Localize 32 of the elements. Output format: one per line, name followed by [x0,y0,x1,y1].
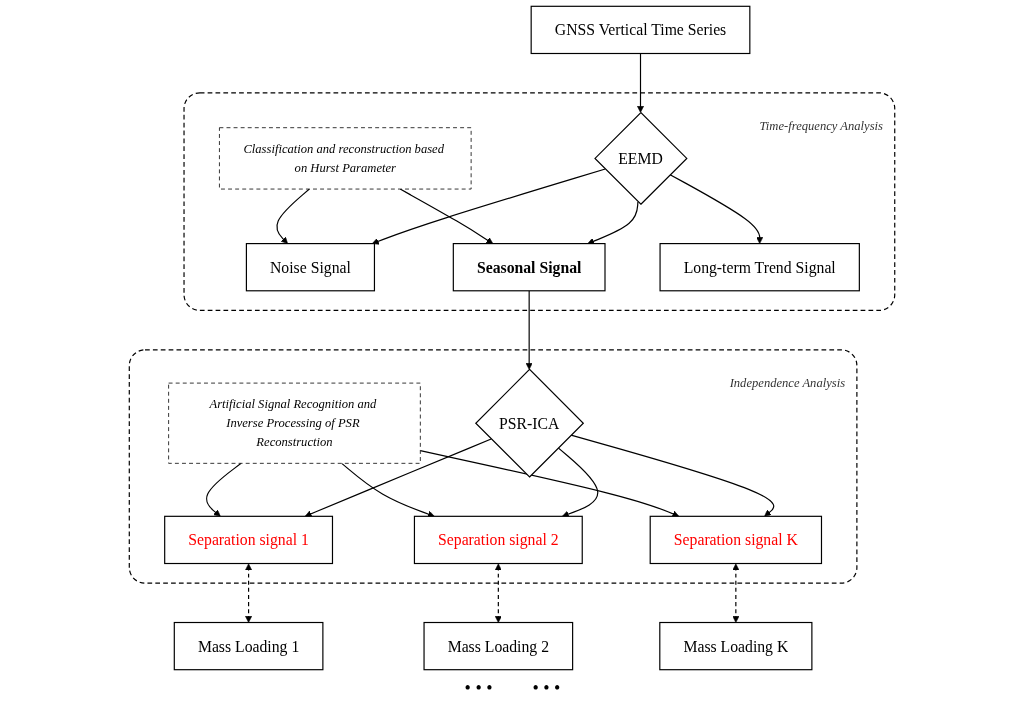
arrow [670,174,764,244]
arrow [570,434,775,517]
node-box: Long-term Trend Signal [659,243,861,292]
arrow [206,462,243,517]
arrow [341,462,436,518]
ellipsis-text: • • • [532,678,561,699]
node-diamond: PSR-ICA [475,368,585,478]
node-box: Mass Loading 2 [423,621,574,671]
node-box: Separation signal K [650,515,823,565]
node-box: Artificial Signal Recognition and Inverse Processing of PSR Reconstruction [168,382,422,464]
node-box: Seasonal Signal [453,243,607,292]
node-box: Noise Signal [246,243,376,292]
arrow [305,438,493,518]
arrow [400,188,494,244]
arrow [637,52,645,113]
node-box: Mass Loading K [659,621,813,671]
arrow [276,188,311,244]
node-box: Classification and reconstruction based on Hurst Parameter [219,127,472,190]
arrow [587,201,639,245]
arrow [245,563,253,623]
arrow [558,447,599,518]
ellipsis-text: • • • [464,678,493,699]
node-box: GNSS Vertical Time Series [531,5,751,55]
node-box: Mass Loading 1 [174,621,324,671]
arrow [372,168,607,245]
arrow [495,563,503,623]
arrow [732,563,740,623]
arrow [526,290,534,370]
node-box: Separation signal 1 [164,515,334,565]
node-box: Separation signal 2 [414,515,584,565]
arrow [420,450,680,518]
node-diamond: EEMD [594,111,689,206]
